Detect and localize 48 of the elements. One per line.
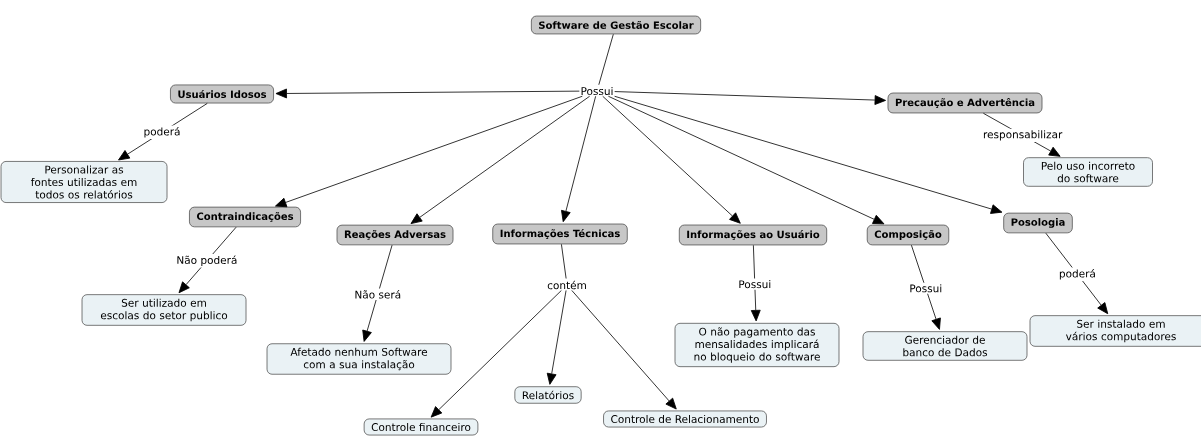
arrow [275,95,583,208]
arrow [614,95,1003,214]
arrow [602,95,741,224]
concept-box: Ser utilizado em escolas do setor publico [81,294,247,326]
linking-phrase: contém [546,279,588,291]
connector-line [561,243,567,279]
arrow [362,244,393,342]
edge-label: Possui [907,282,944,294]
arrow [178,226,237,294]
concept-box: O não pagamento das mensalidades implicará no bloqueio do software [674,322,840,367]
arrow [118,103,208,161]
concept-box: Ser instalado em vários computadores [1029,315,1201,347]
edge-label: poderá [1057,267,1098,282]
arrow [561,95,597,223]
arrow [546,290,567,385]
concept-box: Software de Gestão Escolar [531,15,701,35]
concept-box: Pelo uso incorreto do software [1023,157,1153,187]
concept-box: Usuários Idosos [170,84,274,104]
concept-box: Personalizar as fontes utilizadas em todos os relatórios [0,161,168,203]
concept-box: Relatórios [514,386,582,404]
arrow [430,290,562,418]
concept-box: Afetado nenhum Software com a sua instalação [266,343,452,375]
arrow [571,290,677,410]
concept-box: Contraindicações [189,206,301,228]
concept-box: Gerenciador de banco de Dados [862,331,1028,361]
concept-box: Posologia [1003,212,1073,234]
connector-line [598,33,614,86]
concept-box: Composição [866,224,950,246]
edge-label: Possui [736,278,773,290]
concept-box: Informações ao Usuário [678,224,828,246]
concept-box: Precaução e Advertência [887,92,1043,114]
edge-label: poderá [142,125,182,140]
arrow [614,91,886,105]
arrow [1045,232,1109,315]
arrow [983,112,1061,157]
arrow [410,95,591,224]
edge-label: Não será [352,288,403,301]
concept-box: Informações Técnicas [492,223,628,245]
arrow [750,244,761,322]
concept-box: Reações Adversas [336,224,454,246]
edge-label: Não poderá [174,253,239,268]
arrow [275,88,580,99]
concept-box: Controle financeiro [363,418,479,436]
linking-phrase: Possui [579,85,615,97]
arrow [911,244,941,330]
arrow [608,95,885,225]
edge-label: responsabilizar [981,128,1064,142]
concept-box: Controle de Relacionamento [603,410,767,428]
